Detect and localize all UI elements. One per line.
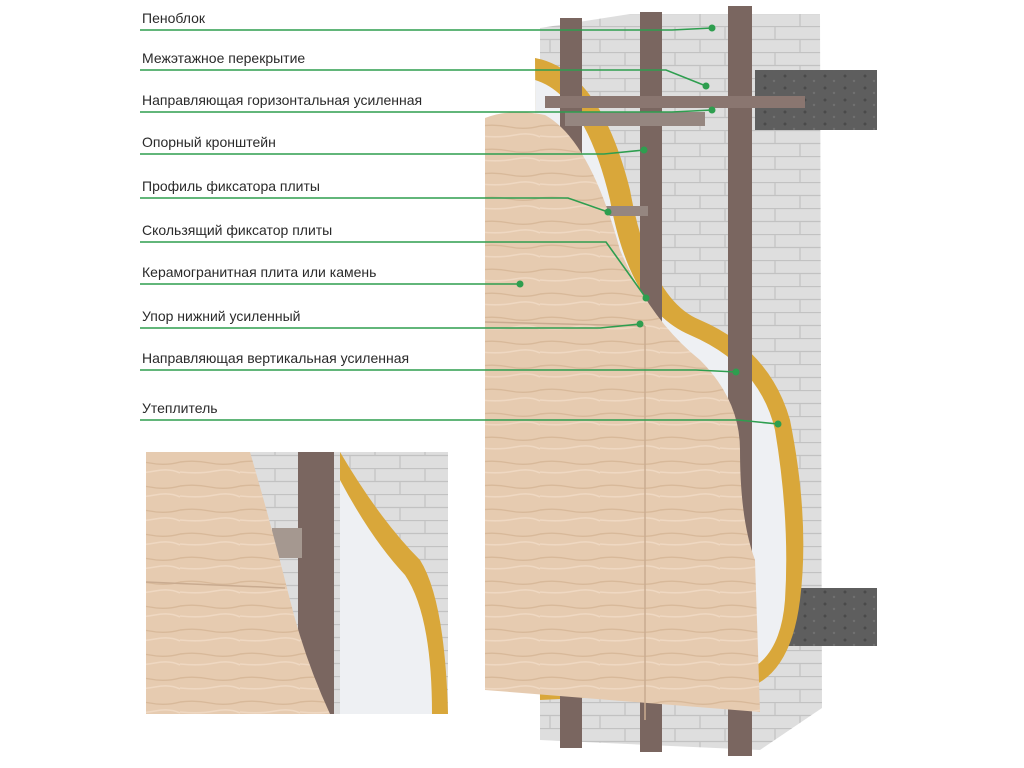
leader-dot-upor	[636, 320, 644, 328]
tile-joint-horizontal	[484, 321, 646, 327]
leader-line-napr-gor	[140, 109, 713, 113]
label-profil-fiks: Профиль фиксатора плиты	[142, 178, 320, 194]
fixator-profile	[600, 206, 648, 216]
leader-line-upor	[140, 323, 641, 329]
leader-dot-penoblok	[708, 24, 716, 32]
label-plita: Керамогранитная плита или камень	[142, 264, 377, 280]
leader-line-kronshtein	[140, 149, 645, 155]
leader-line-uteplitel	[140, 419, 779, 425]
inset-detail	[146, 452, 448, 714]
label-napr-vert: Направляющая вертикальная усиленная	[142, 350, 410, 366]
leader-line-skolz-fiks	[140, 241, 647, 299]
leader-dot-napr-vert	[732, 368, 740, 376]
leader-dot-kronshtein	[640, 146, 648, 154]
label-perekrytie: Межэтажное перекрытие	[142, 50, 306, 66]
label-uteplitel: Утеплитель	[142, 400, 218, 416]
leader-dot-perekrytie	[702, 82, 710, 90]
leader-line-perekrytie	[140, 69, 707, 87]
leader-dot-napr-gor	[708, 106, 716, 114]
label-upor: Упор нижний усиленный	[142, 308, 301, 324]
support-bracket	[565, 112, 705, 126]
stone-cladding	[485, 112, 760, 712]
leader-dot-plita	[516, 280, 524, 288]
label-napr-gor: Направляющая горизонтальная усиленная	[142, 92, 423, 108]
leader-line-napr-vert	[140, 369, 737, 373]
leader-line-penoblok	[140, 27, 713, 31]
label-penoblok: Пеноблок	[142, 10, 205, 26]
label-kronshtein: Опорный кронштейн	[142, 134, 276, 150]
leader-line-profil-fiks	[140, 197, 609, 213]
label-skolz-fiks: Скользящий фиксатор плиты	[142, 222, 333, 238]
leader-dot-uteplitel	[774, 420, 782, 428]
leader-dot-profil-fiks	[604, 208, 612, 216]
leader-dot-skolz-fiks	[642, 294, 650, 302]
horizontal-guide	[545, 96, 805, 108]
